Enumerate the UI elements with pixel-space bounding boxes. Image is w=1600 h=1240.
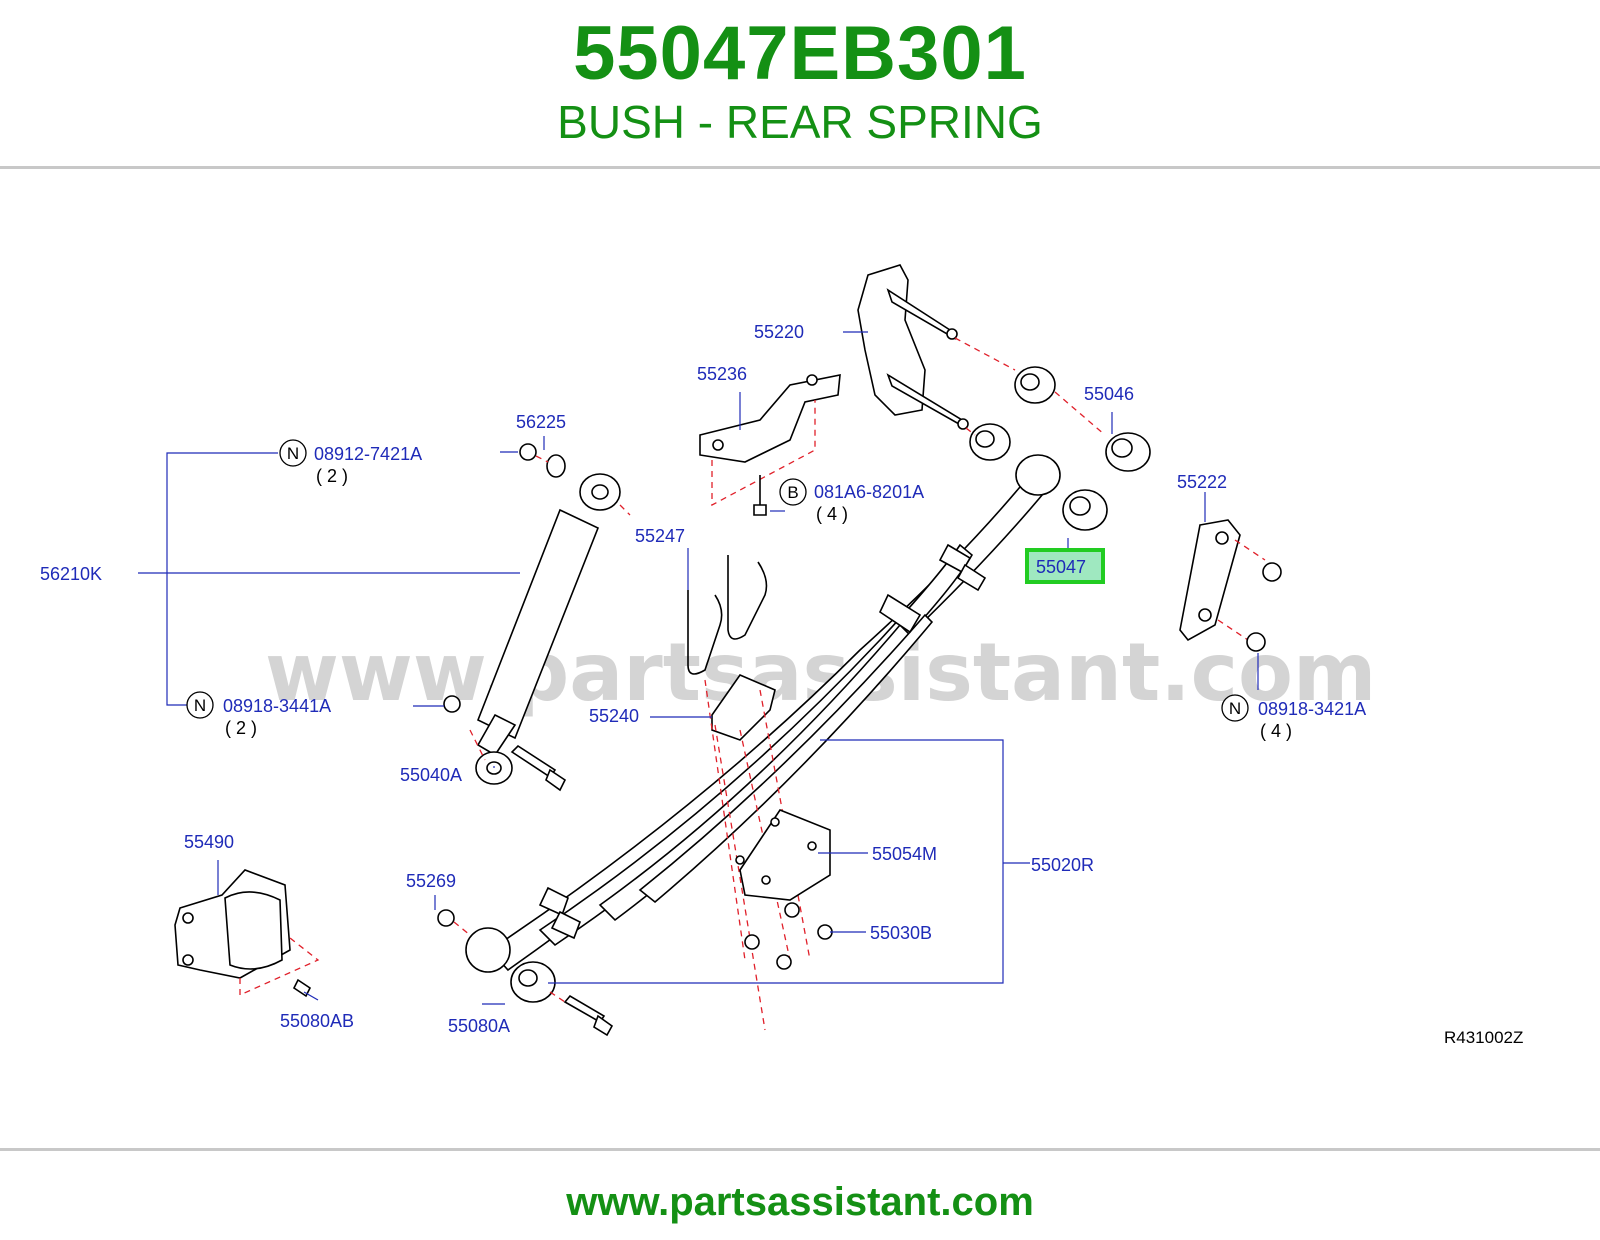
marker-n-08918-3441: N [186, 691, 214, 719]
footer-url[interactable]: www.partsassistant.com [566, 1180, 1034, 1224]
shackle-55222 [1179, 519, 1241, 642]
label-55240[interactable]: 55240 [589, 706, 639, 726]
marker-n-08918-3421: N [1221, 694, 1249, 722]
nut-lower-shock [443, 695, 461, 713]
label-08912-7421A[interactable]: 08912-7421A [314, 444, 422, 464]
bottom-divider [0, 1148, 1600, 1151]
selected-part-highlight[interactable] [1025, 548, 1105, 584]
bushing-55080A [510, 961, 614, 1037]
label-55490[interactable]: 55490 [184, 832, 234, 852]
part-description: BUSH - REAR SPRING [557, 96, 1043, 148]
label-55046[interactable]: 55046 [1084, 384, 1134, 404]
qty-08912-7421A: ( 2 ) [316, 466, 348, 486]
plate-55054M [735, 809, 831, 901]
bumper-55490 [174, 869, 291, 979]
svg-text:N: N [194, 696, 206, 715]
svg-text:N: N [1229, 699, 1241, 718]
label-55236[interactable]: 55236 [697, 364, 747, 384]
label-55040A[interactable]: 55040A [400, 765, 462, 785]
label-08918-3421A[interactable]: 08918-3421A [1258, 699, 1366, 719]
label-56225[interactable]: 56225 [516, 412, 566, 432]
label-08918-3441A[interactable]: 08918-3441A [223, 696, 331, 716]
label-55222[interactable]: 55222 [1177, 472, 1227, 492]
label-55247[interactable]: 55247 [635, 526, 685, 546]
nut-55269 [437, 909, 455, 927]
qty-081A6-8201A: ( 4 ) [816, 504, 848, 524]
label-55220[interactable]: 55220 [754, 322, 804, 342]
top-divider [0, 166, 1600, 169]
label-55080A[interactable]: 55080A [448, 1016, 510, 1036]
bushing-55047 [1062, 489, 1108, 531]
nuts-55030B [744, 902, 833, 970]
label-55020R[interactable]: 55020R [1031, 855, 1094, 875]
label-56210K[interactable]: 56210K [40, 564, 102, 584]
label-081A6-8201A[interactable]: 081A6-8201A [814, 482, 924, 502]
bushing-55046 [969, 366, 1151, 472]
qty-08918-3441A: ( 2 ) [225, 718, 257, 738]
spring-seat-55240 [711, 674, 776, 741]
bracket-55236 [699, 374, 841, 463]
label-55047[interactable]: 55047 [1036, 557, 1086, 577]
diagram-code: R431002Z [1444, 1028, 1523, 1047]
u-bolt-55247 [687, 555, 768, 675]
marker-n-08912: N [279, 439, 307, 467]
qty-08918-3421A: ( 4 ) [1260, 721, 1292, 741]
hanger-bracket-55220 [857, 264, 969, 430]
label-55030B[interactable]: 55030B [870, 923, 932, 943]
header: 55047EB301 BUSH - REAR SPRING [0, 0, 1600, 168]
nut-washer-56225 [519, 443, 566, 478]
label-55269[interactable]: 55269 [406, 871, 456, 891]
nut-shackle [1246, 562, 1282, 652]
bolt-55080AB [292, 978, 312, 998]
part-number-title: 55047EB301 [573, 11, 1027, 96]
bolt-55040A [510, 744, 567, 792]
parts-diagram: www.partsassistant.com [40, 264, 1523, 1047]
svg-text:N: N [287, 444, 299, 463]
marker-b-081A6: B [779, 478, 807, 506]
bolt-081A6 [753, 475, 767, 516]
leaf-spring-55020R [465, 454, 1061, 973]
svg-text:B: B [787, 483, 798, 502]
label-55080AB[interactable]: 55080AB [280, 1011, 354, 1031]
label-55054M[interactable]: 55054M [872, 844, 937, 864]
